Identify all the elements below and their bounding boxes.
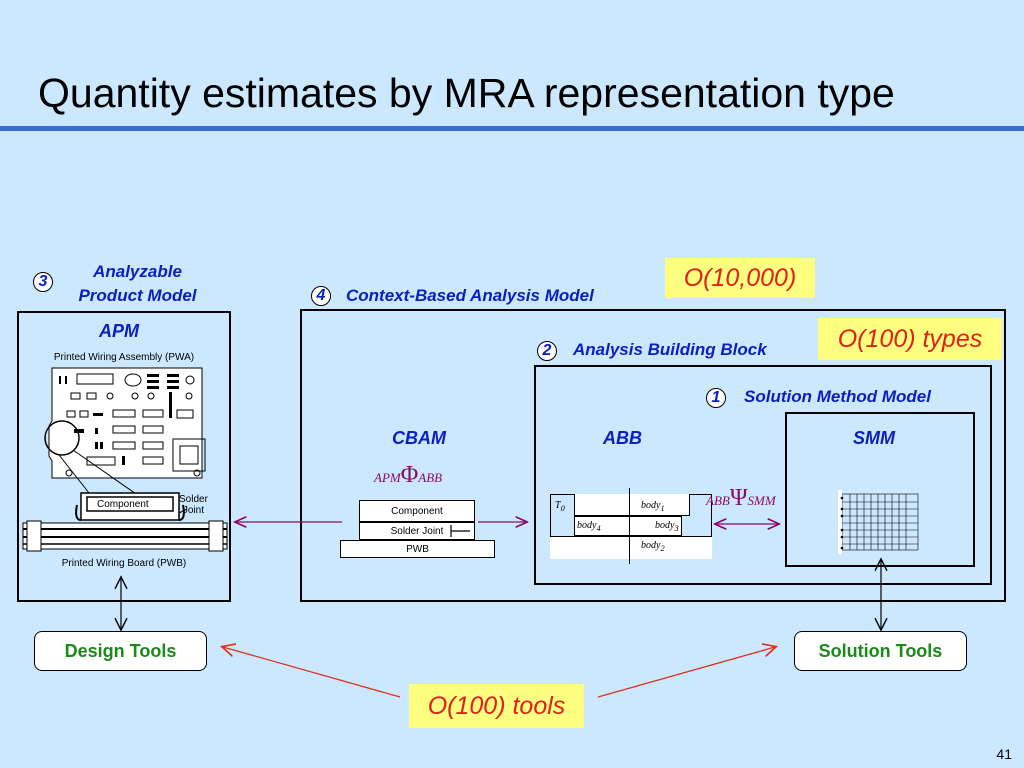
solder-label-line1: Solder: [179, 494, 208, 505]
cbam-label: Context-Based Analysis Model: [346, 286, 594, 305]
solder-label-line2: Joint: [182, 505, 205, 516]
psi-sub-right: SMM: [747, 493, 776, 508]
smm-mesh-grid: [838, 490, 919, 554]
apm-box: APM Printed Wiring Assembly (PWA): [17, 311, 231, 602]
stack-component: Component: [359, 500, 475, 522]
abb-header: ABB: [603, 428, 642, 448]
abb-label: Analysis Building Block: [573, 340, 767, 359]
smm-number-badge: 1: [706, 388, 726, 408]
slide-title: Quantity estimates by MRA representation…: [38, 70, 895, 116]
t0-sub: 0: [560, 504, 565, 513]
cbam-number-badge: 4: [311, 286, 331, 306]
body3-label: body3: [655, 520, 679, 533]
component-label: Component: [97, 499, 149, 510]
abb-number: 2: [537, 341, 557, 361]
stack-solder-joint: Solder Joint: [359, 522, 475, 540]
solder-joint-label: Solder Joint: [179, 494, 208, 516]
body2-label: body2: [641, 540, 665, 553]
abb-box: [534, 365, 992, 585]
abb-body-top-row: [574, 494, 690, 516]
phi-sub-left: APM: [374, 470, 401, 485]
t0-text: T: [555, 500, 561, 511]
smm-label: Solution Method Model: [744, 387, 931, 406]
abb-body-mid-row: [574, 516, 682, 536]
pwa-label: Printed Wiring Assembly (PWA): [53, 352, 195, 363]
body2-sub: 2: [660, 544, 665, 553]
cbam-quantity-badge: O(10,000): [665, 258, 815, 298]
abb-quantity-badge: O(100) types: [818, 318, 1002, 360]
smm-header: SMM: [853, 428, 895, 448]
title-rule: [0, 126, 1024, 131]
abb-number-badge: 2: [537, 341, 557, 361]
phi-symbol: Φ: [400, 462, 419, 488]
pwb-label: Printed Wiring Board (PWB): [61, 558, 187, 569]
apm-box-title: APM: [99, 321, 139, 341]
body2-text: body: [641, 540, 661, 551]
body4-label: body4: [577, 520, 601, 533]
apm-label-line1: Analyzable: [93, 262, 182, 281]
psi-sub-left: ABB: [706, 493, 730, 508]
abb-body-divider: [629, 488, 630, 564]
body3-text: body: [655, 520, 675, 531]
design-tools-box: Design Tools: [34, 631, 207, 671]
pwb-cross-section-drawing: [22, 492, 228, 552]
apm-number: 3: [33, 272, 53, 292]
tools-quantity-badge: O(100) tools: [409, 684, 584, 728]
stack-pwb: PWB: [340, 540, 495, 558]
smm-number: 1: [706, 388, 726, 408]
cbam-header: CBAM: [392, 428, 446, 448]
body3-sub: 3: [674, 524, 679, 533]
body4-sub: 4: [596, 524, 601, 533]
pwa-board-drawing: [48, 367, 206, 479]
page-number: 41: [996, 746, 1012, 762]
solution-tools-box: Solution Tools: [794, 631, 967, 671]
cbam-box: [300, 309, 1006, 602]
solder-joint-dimension-icon: [450, 525, 470, 537]
t0-label: T0: [555, 500, 565, 513]
apm-label: Analyzable Product Model: [60, 260, 215, 308]
apm-number-badge: 3: [33, 272, 53, 292]
cbam-number: 4: [311, 286, 331, 306]
body4-text: body: [577, 520, 597, 531]
phi-mapping-label: APMΦABB: [374, 462, 442, 489]
abb-body-bottom-row: [550, 536, 712, 559]
psi-symbol: Ψ: [729, 485, 748, 511]
body1-label: body1: [641, 500, 665, 513]
body1-text: body: [641, 500, 661, 511]
phi-sub-right: ABB: [418, 470, 443, 485]
psi-mapping-label: ABBΨSMM: [706, 485, 776, 512]
body1-sub: 1: [660, 504, 665, 513]
apm-label-line2: Product Model: [78, 286, 197, 305]
